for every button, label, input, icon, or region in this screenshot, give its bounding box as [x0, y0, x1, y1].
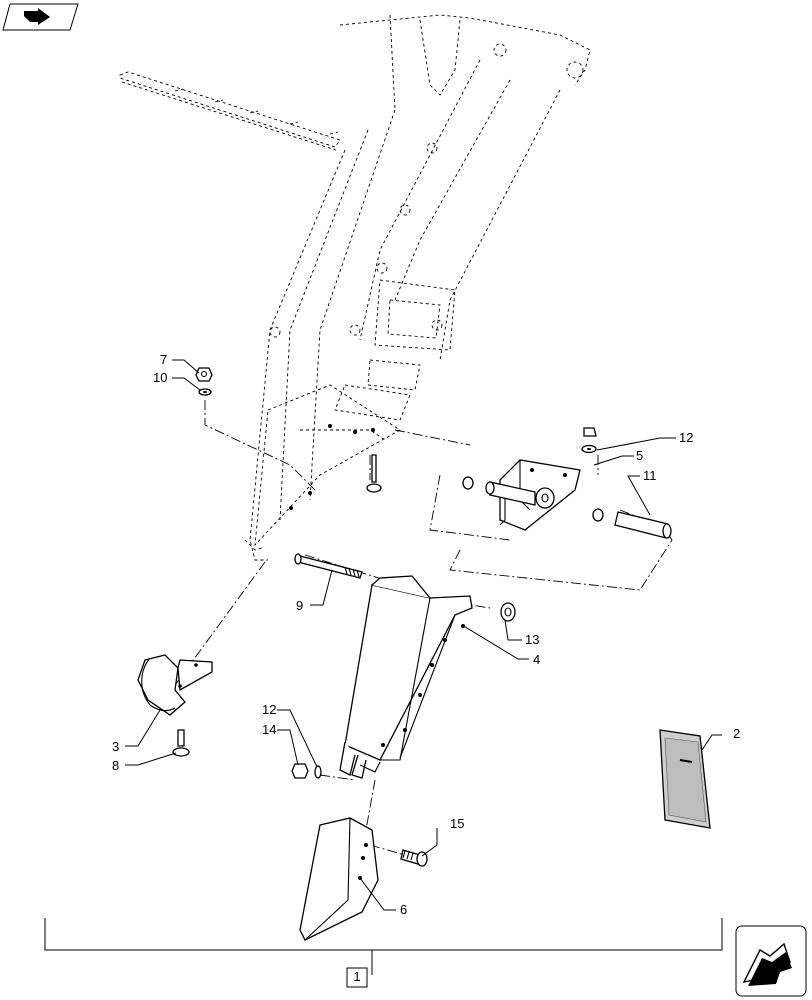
part-3-guard [137, 654, 213, 716]
part-9-bolt [294, 553, 363, 579]
beam-bolt [366, 454, 382, 493]
frame-outline [119, 14, 591, 561]
part-13-nut [500, 602, 516, 622]
part-8-bolt [172, 729, 190, 757]
callout-12-lower: 12 [262, 702, 276, 717]
part-7-nut [195, 367, 213, 382]
part-11-pin [592, 508, 672, 539]
callout-5: 5 [636, 448, 643, 463]
part-5-bracket [462, 459, 581, 531]
callout-labels: 1 2 3 4 5 6 7 8 9 10 11 12 12 13 14 15 [112, 352, 740, 988]
callout-13: 13 [525, 632, 539, 647]
callout-11: 11 [643, 468, 657, 483]
part-10-washer [198, 388, 212, 396]
part-12-washer-upper [581, 427, 597, 454]
callout-8: 8 [112, 758, 119, 773]
callout-4: 4 [533, 652, 540, 667]
part-15-bolt [400, 849, 428, 867]
callout-7: 7 [160, 352, 167, 367]
callout-10: 10 [153, 370, 167, 385]
callout-1-box [346, 967, 368, 988]
part-14-nut [291, 763, 309, 779]
callout-1: 1 [353, 969, 360, 984]
part-12-washer-lower [314, 765, 322, 779]
callout-9: 9 [296, 598, 303, 613]
callout-6: 6 [400, 902, 407, 917]
callout-12-upper: 12 [679, 430, 693, 445]
next-page-icon[interactable] [735, 925, 807, 997]
callout-14: 14 [262, 722, 276, 737]
part-2-decal [659, 729, 711, 829]
callout-15: 15 [450, 816, 464, 831]
part-4-shank [339, 575, 473, 779]
callout-3: 3 [112, 739, 119, 754]
previous-page-icon[interactable] [2, 3, 79, 31]
part-6-point [299, 817, 379, 941]
leader-lines [44, 359, 723, 975]
callout-2: 2 [733, 726, 740, 741]
